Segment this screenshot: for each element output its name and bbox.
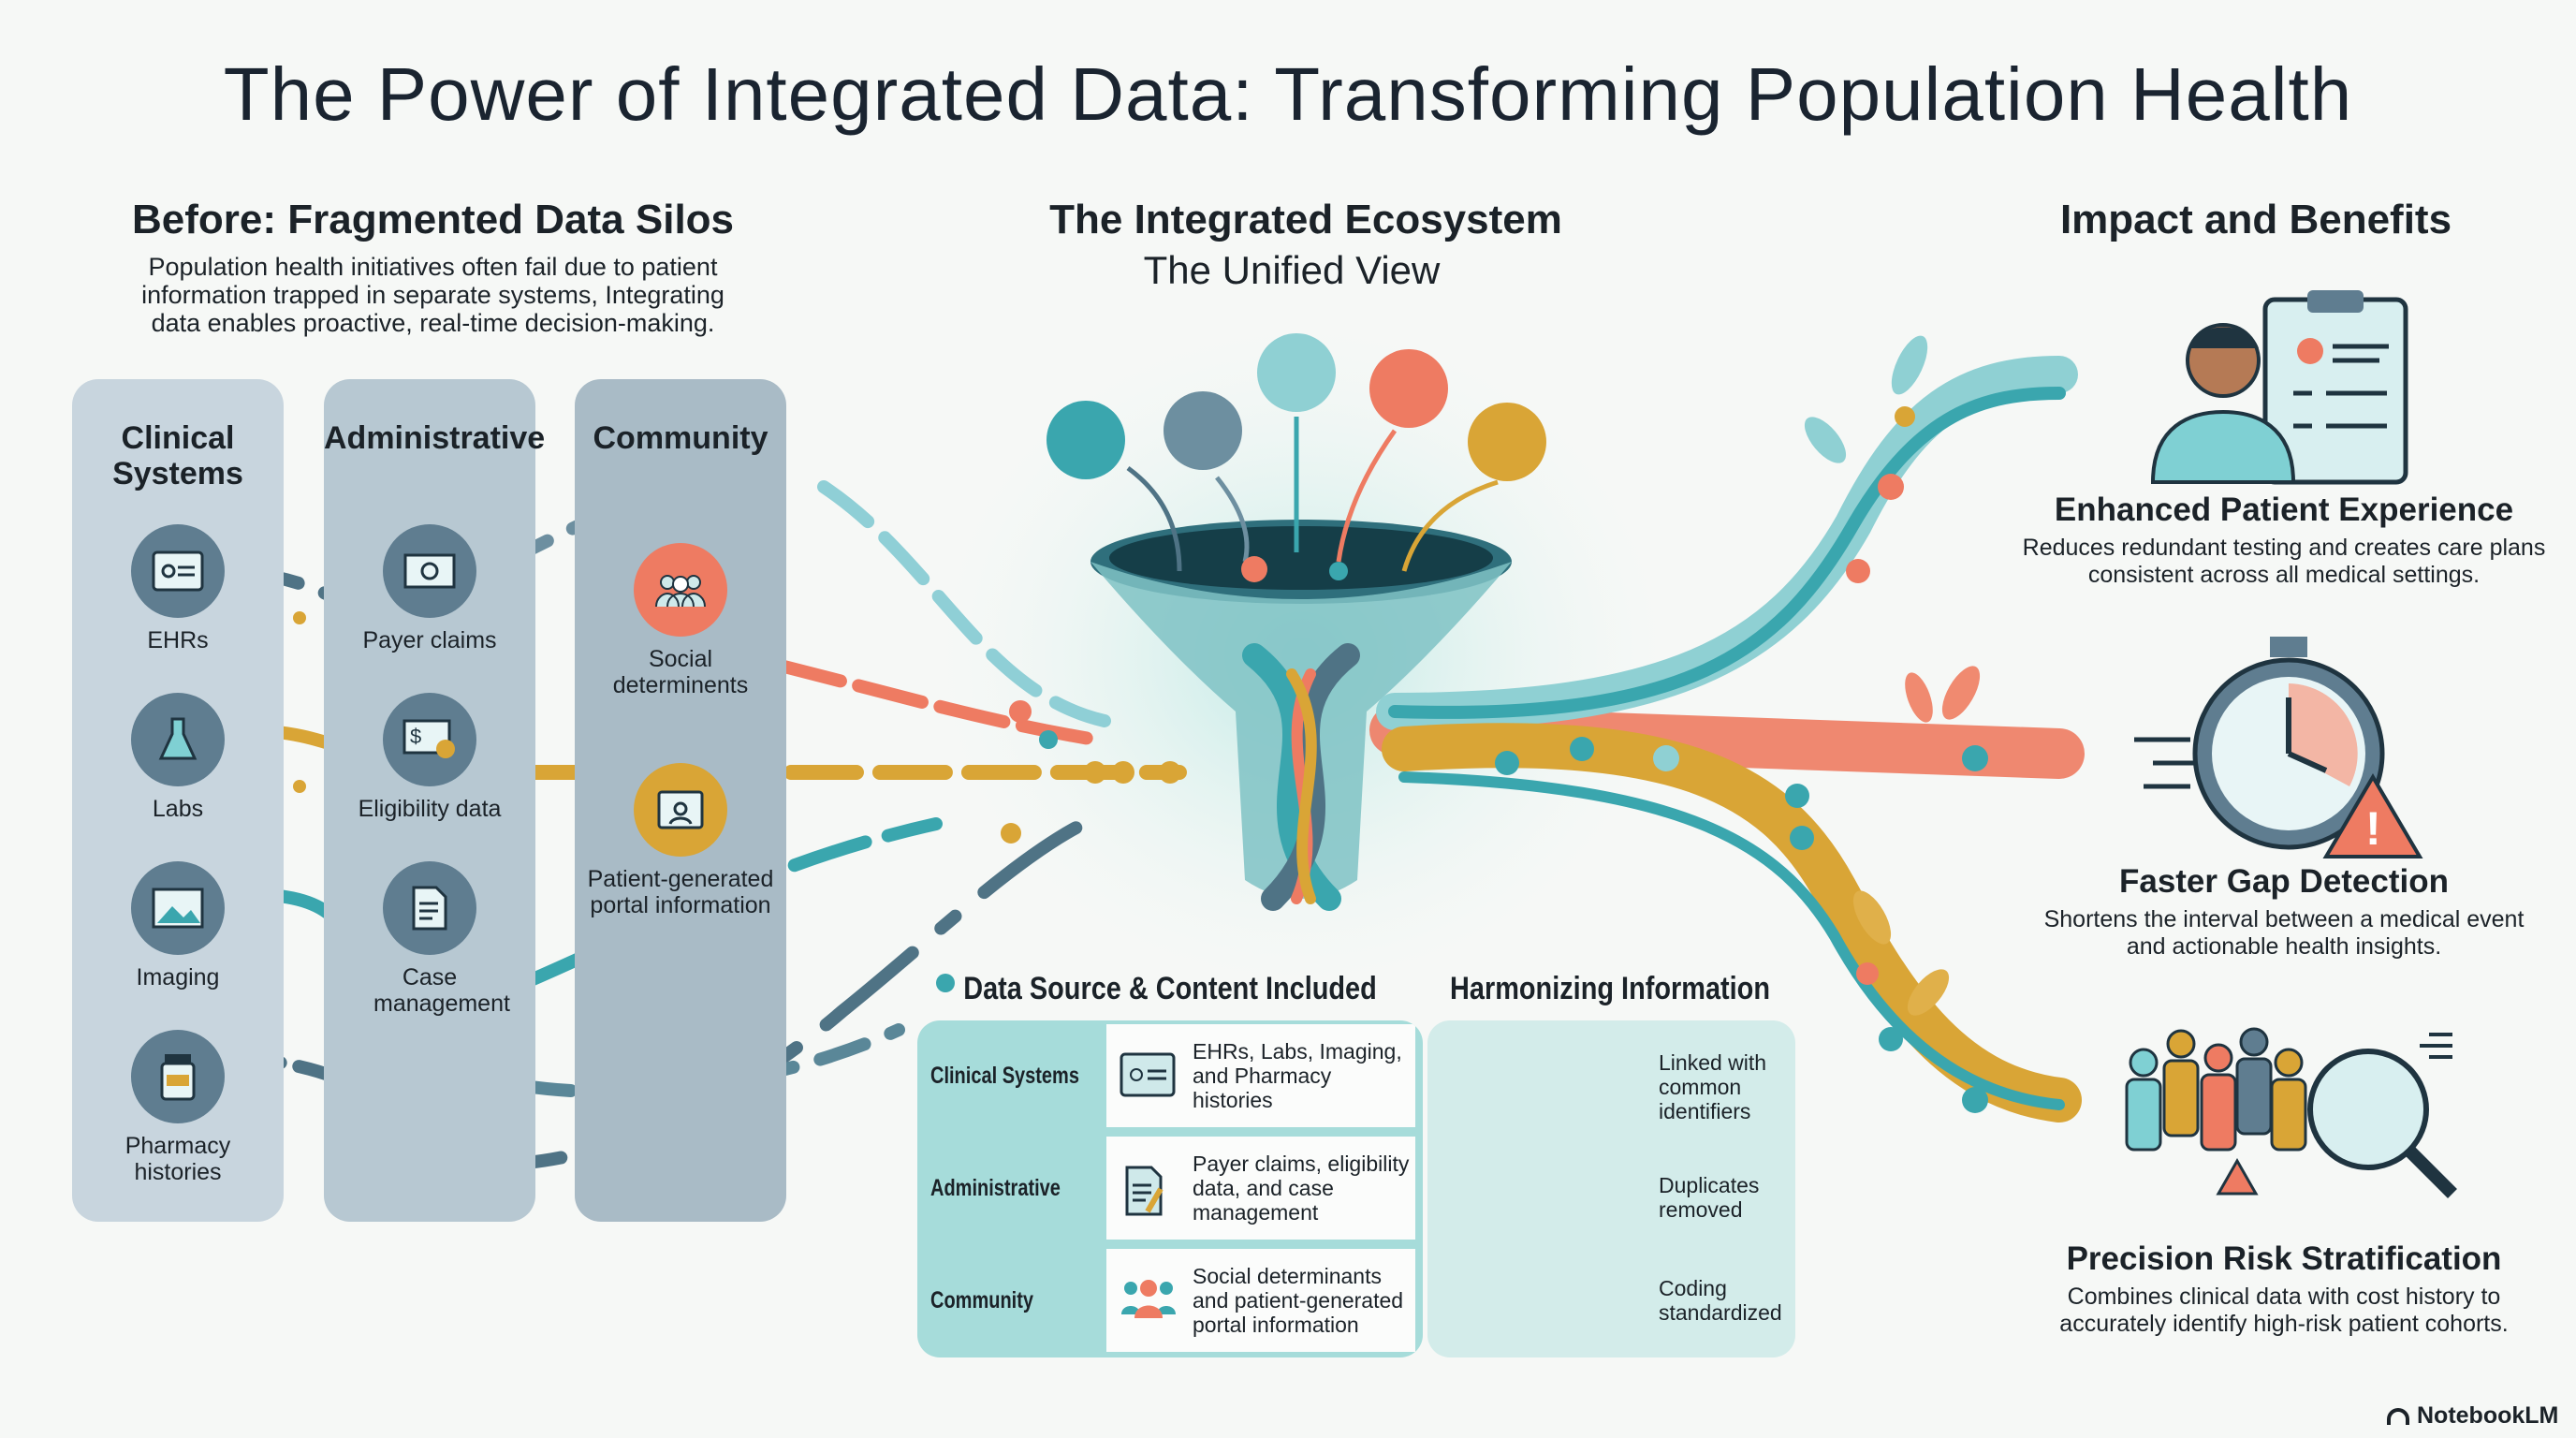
lab-flask-icon bbox=[131, 693, 225, 786]
card-description: Shortens the interval between a medical … bbox=[2043, 906, 2525, 960]
row-content: EHRs, Labs, Imaging, and Pharmacy histor… bbox=[1193, 1039, 1402, 1112]
stopwatch-alert-icon: ! bbox=[2134, 637, 2423, 858]
row-category: Administrative bbox=[930, 1174, 1061, 1201]
before-description: Population health initiatives often fail… bbox=[141, 253, 724, 337]
risk-cohort-magnifier-icon bbox=[2125, 1027, 2457, 1198]
ehr-record-icon bbox=[131, 524, 225, 618]
document-icon bbox=[383, 861, 476, 955]
svg-text:$: $ bbox=[410, 725, 421, 748]
node-label: Case management bbox=[373, 964, 510, 1017]
silo-heading: Community bbox=[593, 420, 768, 456]
row-content-cell: EHRs, Labs, Imaging, and Pharmacy histor… bbox=[1106, 1024, 1415, 1127]
node-payer-claims: Payer claims bbox=[324, 524, 535, 653]
ecosystem-heading: The Integrated Ecosystem bbox=[1049, 197, 1562, 242]
node-label: Labs bbox=[152, 796, 204, 822]
notebooklm-watermark: NotebookLM bbox=[2387, 1402, 2558, 1430]
money-icon bbox=[383, 524, 476, 618]
node-label: Imaging bbox=[136, 964, 220, 990]
card-description: Combines clinical data with cost history… bbox=[2059, 1284, 2509, 1337]
impact-heading: Impact and Benefits bbox=[2059, 197, 2452, 242]
impact-card-patient-experience: Enhanced Patient Experience Reduces redu… bbox=[2022, 492, 2546, 589]
table-row: Clinical Systems EHRs, Labs, Imaging, an… bbox=[917, 1020, 1423, 1131]
row-category: Community bbox=[930, 1286, 1033, 1313]
node-case-management: Case management bbox=[324, 861, 535, 1017]
silo-administrative: Administrative Payer claims $ Eligibility… bbox=[324, 379, 546, 1222]
node-label: Payer claims bbox=[362, 627, 497, 653]
people-icon bbox=[1121, 1280, 1176, 1318]
table-row: Community Social determinants and patien… bbox=[917, 1245, 1423, 1356]
row-content: Social determinants and patient-generate… bbox=[1193, 1264, 1404, 1337]
ehr-record-icon bbox=[1120, 1052, 1176, 1097]
silo-community: Community Social determinents Patient-ge… bbox=[575, 379, 786, 1222]
node-labs: Labs bbox=[72, 693, 284, 822]
row-content: Payer claims, eligibility data, and case… bbox=[1193, 1152, 1410, 1225]
row-content-cell: Social determinants and patient-generate… bbox=[1106, 1249, 1415, 1352]
impact-card-risk-stratification: Precision Risk Stratification Combines c… bbox=[2022, 1240, 2546, 1338]
data-source-table: Clinical Systems EHRs, Labs, Imaging, an… bbox=[917, 1020, 1423, 1357]
patient-clipboard-icon bbox=[2150, 290, 2408, 485]
impact-card-gap-detection: Faster Gap Detection Shortens the interv… bbox=[2022, 863, 2546, 961]
node-label: Patient-generated portal information bbox=[587, 866, 774, 918]
harmonizing-panel: Linked with common identifiers Duplicate… bbox=[1427, 1020, 1795, 1357]
branding-text: NotebookLM bbox=[2417, 1402, 2559, 1429]
image-icon bbox=[131, 861, 225, 955]
page-title: The Power of Integrated Data: Transformi… bbox=[223, 52, 2353, 136]
harmonizing-text: Linked with common identifiers bbox=[1659, 1050, 1767, 1123]
node-social-determinants: Social determinents bbox=[575, 543, 786, 698]
node-imaging: Imaging bbox=[72, 861, 284, 990]
card-title: Faster Gap Detection bbox=[2118, 863, 2450, 900]
svg-text:!: ! bbox=[2365, 802, 2381, 855]
node-label: Pharmacy histories bbox=[124, 1133, 231, 1185]
people-icon bbox=[634, 543, 727, 637]
check-bill-icon: $ bbox=[383, 693, 476, 786]
card-title: Enhanced Patient Experience bbox=[2054, 492, 2514, 528]
node-label: Eligibility data bbox=[358, 796, 502, 822]
table-source-heading: Data Source & Content Included bbox=[963, 971, 1377, 1006]
harmonizing-text: Duplicates removed bbox=[1659, 1173, 1760, 1222]
node-label: EHRs bbox=[147, 627, 209, 653]
node-label: Social determinents bbox=[612, 646, 749, 698]
node-portal-information: Patient-generated portal information bbox=[575, 763, 786, 918]
silo-heading: Clinical Systems bbox=[112, 420, 243, 492]
card-description: Reduces redundant testing and creates ca… bbox=[2022, 535, 2546, 588]
row-category: Clinical Systems bbox=[930, 1062, 1079, 1089]
node-eligibility: $ Eligibility data bbox=[324, 693, 535, 822]
table-row: Administrative Payer claims, eligibility… bbox=[917, 1133, 1423, 1243]
before-heading: Before: Fragmented Data Silos bbox=[131, 197, 735, 242]
silo-clinical-systems: Clinical Systems EHRs Labs Imaging Pharm… bbox=[72, 379, 284, 1222]
node-pharmacy: Pharmacy histories bbox=[72, 1030, 284, 1185]
pill-bottle-icon bbox=[131, 1030, 225, 1123]
row-content-cell: Payer claims, eligibility data, and case… bbox=[1106, 1137, 1415, 1240]
silo-heading: Administrative bbox=[324, 420, 546, 456]
harmonizing-text: Coding standardized bbox=[1659, 1276, 1782, 1325]
table-harmonizing-heading: Harmonizing Information bbox=[1450, 971, 1770, 1006]
card-title: Precision Risk Stratification bbox=[2066, 1240, 2502, 1277]
document-edit-icon bbox=[1125, 1166, 1164, 1216]
ecosystem-subheading: The Unified View bbox=[1143, 248, 1441, 292]
node-ehrs: EHRs bbox=[72, 524, 284, 653]
notebooklm-logo-icon bbox=[2387, 1407, 2409, 1425]
portal-icon bbox=[634, 763, 727, 857]
